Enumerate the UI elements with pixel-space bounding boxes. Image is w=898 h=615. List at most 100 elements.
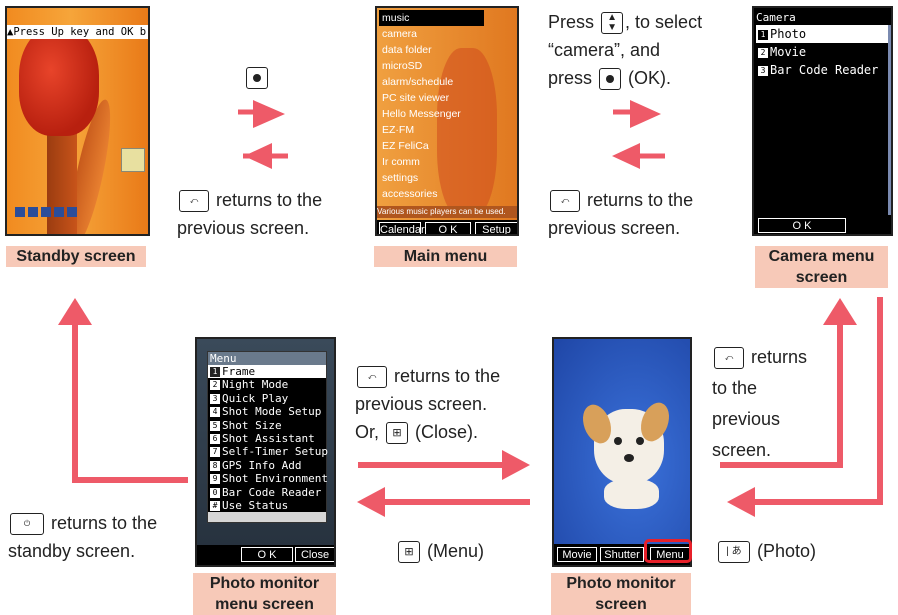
menu-number-icon: 2 — [210, 380, 220, 391]
main-menu-item-hello-messenger[interactable]: Hello Messenger — [382, 108, 461, 120]
main-menu-screen: music camera data folder microSD alarm/sched… — [375, 6, 519, 236]
menu-number-icon: 4 — [210, 407, 220, 418]
select-camera-instruction: Press ▲▼, to select “camera”, and press … — [548, 8, 748, 92]
menu-item-label: Quick Play — [222, 391, 289, 405]
menu-item-label: Frame — [222, 365, 256, 378]
return-instruction-2: ⤺ returns to the previous screen. — [548, 190, 694, 238]
main-menu-hint: Various music players can be used. — [377, 206, 517, 218]
menu-number-icon: 6 — [210, 433, 220, 444]
camera-monitor-arrows — [720, 297, 883, 517]
calendar-softkey[interactable]: Calendar — [379, 222, 425, 236]
menu-number-icon: 3 — [210, 393, 220, 404]
main-menu-item-settings[interactable]: settings — [382, 172, 419, 184]
standby-banner: ▲Press Up key and OK b — [7, 25, 148, 39]
menu-number-icon: 7 — [210, 447, 220, 458]
camera-menu-title: Camera — [756, 11, 796, 24]
standby-screen: ▲Press Up key and OK b — [5, 6, 150, 236]
main-menu-item-ez-felica[interactable]: EZ FeliCa — [382, 140, 429, 152]
menu-number-icon: 1 — [758, 30, 768, 40]
return-instruction-3: ⤺ returns to the previous screen. Or, ⊞ … — [355, 362, 545, 446]
menu-number-icon: 5 — [210, 420, 220, 431]
return-standby-instruction: ⏻ returns to the standby screen. — [8, 513, 158, 561]
up-down-key-icon: ▲▼ — [601, 12, 624, 35]
photo-monitor-caption: Photo monitor screen — [551, 573, 691, 615]
main-menu-item-alarm-schedule[interactable]: alarm/schedule — [382, 76, 454, 88]
ok-softkey[interactable]: O K — [425, 222, 471, 234]
main-menu-item-data-folder[interactable]: data folder — [382, 44, 432, 56]
menu-item-label: Shot Mode Setup — [222, 405, 322, 419]
clear-key-icon-3: ⤺ — [357, 366, 387, 389]
main-menu-item-pc-site-viewer[interactable]: PC site viewer — [382, 92, 450, 104]
menu-item-label: Shot Environment — [222, 472, 328, 486]
camera-ok-softkey[interactable]: O K — [758, 218, 846, 233]
clear-key-icon-2: ⤺ — [550, 190, 580, 213]
menu-number-icon: # — [210, 500, 220, 511]
menu-key-icon: ⊞ — [398, 541, 420, 564]
close-key-icon: ⊞ — [386, 422, 409, 445]
tulip-image — [19, 26, 99, 136]
photo-menu-softkeys: O K Close — [197, 545, 334, 565]
setup-softkey[interactable]: Setup — [475, 222, 517, 234]
camera-scrollbar[interactable] — [888, 25, 891, 215]
main-menu-softkeys: Calendar O K Setup — [377, 220, 517, 236]
main-menu-list: music camera data folder microSD alarm/sched… — [379, 10, 484, 202]
standby-caption: Standby screen — [6, 246, 146, 267]
main-menu-item-music[interactable]: music — [379, 10, 484, 26]
shutter-softkey[interactable]: Shutter — [600, 547, 644, 562]
menu-item-label: Bar Code Reader — [222, 485, 322, 499]
menu-number-icon: 8 — [210, 460, 220, 471]
menu-number-icon: 2 — [758, 48, 768, 58]
menu-item-label: Self-Timer Setup — [222, 445, 328, 459]
camera-menu-caption: Camera menu screen — [755, 246, 888, 288]
menu-softkey-highlight — [644, 539, 692, 563]
main-menu-item-ez-fm[interactable]: EZ·FM — [382, 124, 415, 136]
main-menu-item-ir-comm[interactable]: Ir comm — [382, 156, 420, 168]
menu-number-icon: 9 — [210, 474, 220, 485]
photo-menu-item-use-status[interactable]: #Use Status — [208, 498, 326, 513]
menu-item-label: Shot Size — [222, 418, 282, 432]
menu-number-icon: 1 — [210, 367, 220, 377]
menu-item-label: Use Status — [222, 498, 289, 512]
photo-menu-ok-softkey[interactable]: O K — [241, 547, 293, 562]
main-menu-item-microsd[interactable]: microSD — [382, 60, 423, 72]
photo-menu-title: Menu — [208, 352, 326, 365]
photo-menu-close-softkey[interactable]: Close — [295, 547, 334, 562]
menu-instruction: ⊞ (Menu) — [396, 537, 526, 565]
camera-menu-softkeys: O K — [754, 216, 891, 234]
ok-key-icon — [244, 67, 270, 89]
standby-status-icons — [15, 204, 77, 217]
menu-item-label: Movie — [770, 45, 807, 59]
movie-softkey[interactable]: Movie — [557, 547, 597, 562]
dog-photo — [577, 398, 675, 509]
main-camera-arrows — [612, 100, 665, 169]
main-menu-item-camera[interactable]: camera — [382, 28, 418, 40]
monitor-menu-arrows — [357, 450, 530, 517]
photo-monitor-screen: Movie Shutter Menu — [552, 337, 692, 567]
main-menu-caption: Main menu — [374, 246, 517, 267]
photo-instruction: | あ (Photo) — [716, 537, 846, 565]
standby-widget-icon — [121, 148, 145, 172]
menu-item-label: Shot Assistant — [222, 431, 315, 445]
photo-menu-caption: Photo monitor menu screen — [193, 573, 336, 615]
main-menu-item-accessories[interactable]: accessories — [382, 188, 438, 200]
menu-number-icon: 3 — [758, 66, 768, 76]
menu-item-label: Photo — [770, 27, 807, 41]
return-instruction-4: ⤺ returns to the previous screen. — [712, 347, 808, 460]
